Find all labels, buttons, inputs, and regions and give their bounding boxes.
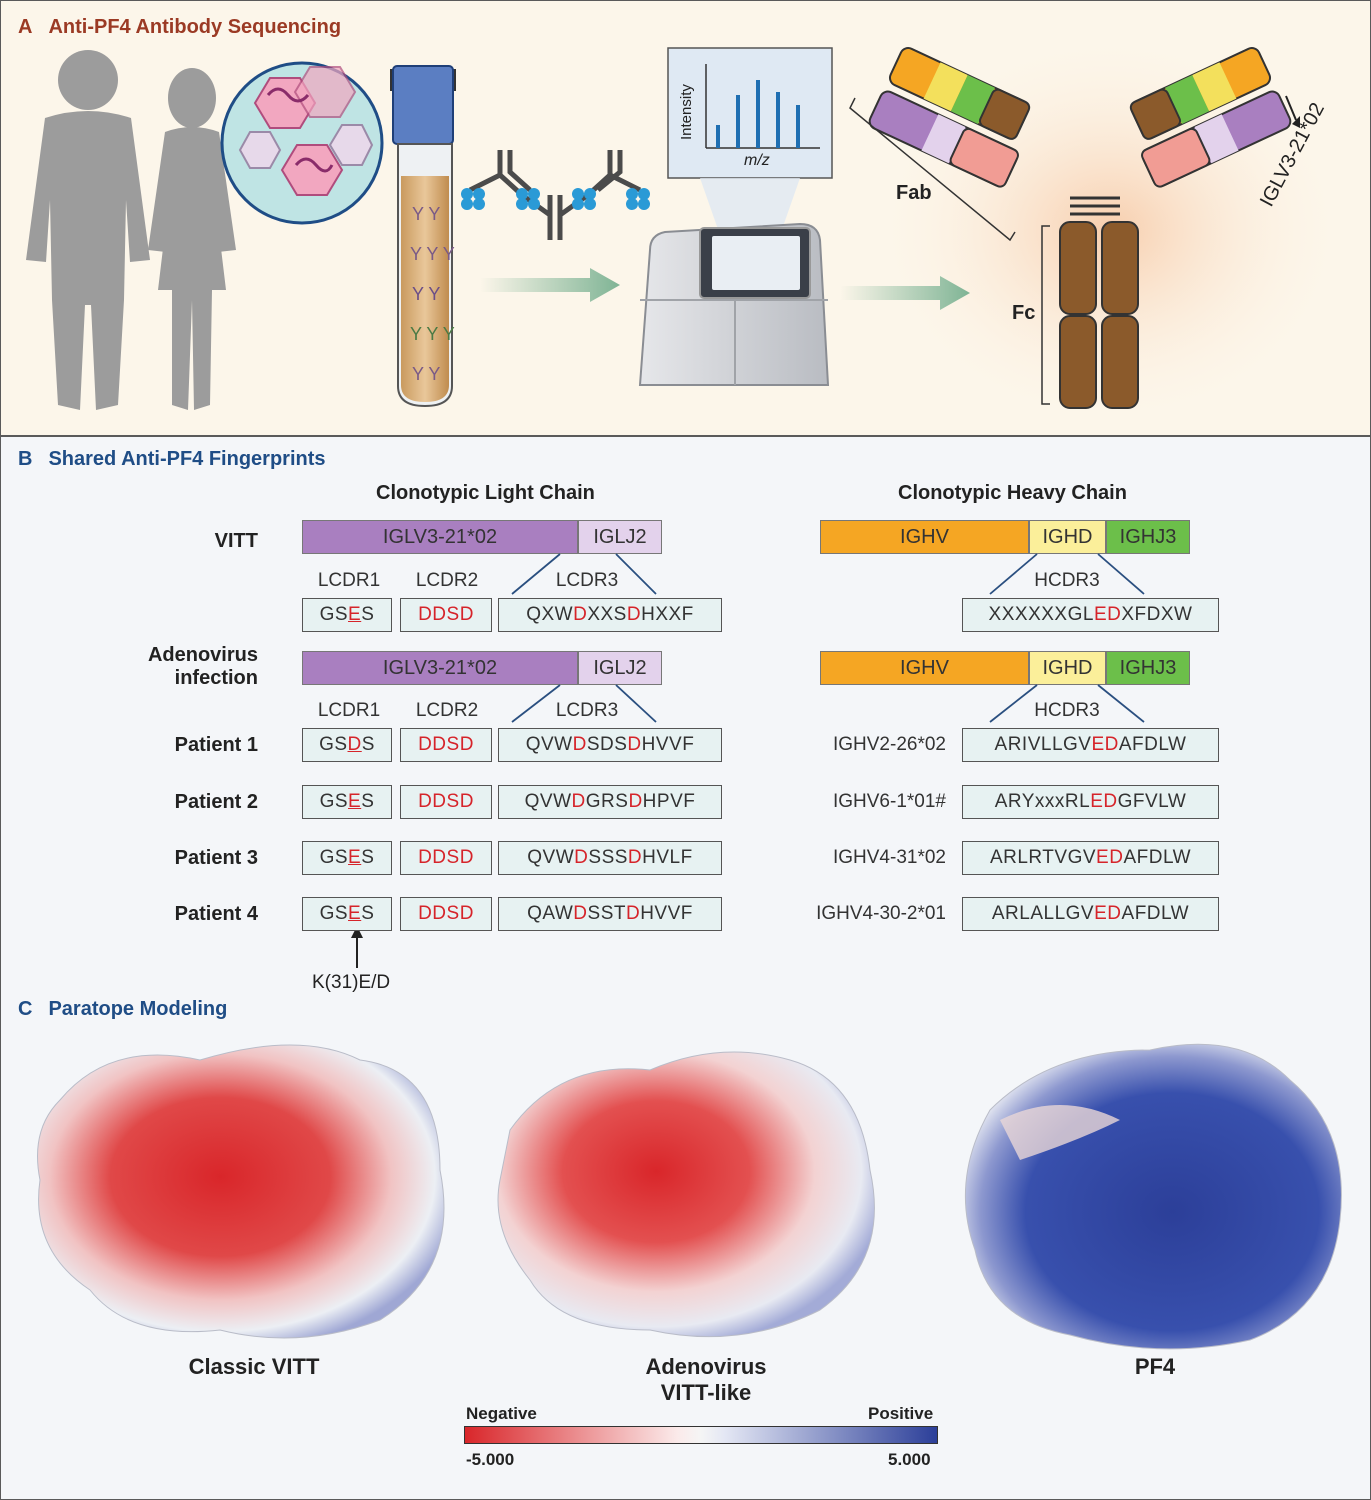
antibody-fragments-icon — [468, 150, 642, 240]
spectrum-ylabel: Intensity — [678, 84, 695, 140]
panel-b-title: B Shared Anti-PF4 Fingerprints — [18, 448, 326, 471]
classic-vitt-surface — [37, 1044, 445, 1339]
panel-b-title-text: Shared Anti-PF4 Fingerprints — [48, 448, 326, 470]
vitt-lcdr3-label: LCDR3 — [555, 570, 619, 591]
cdr-connector-lines — [351, 553, 1145, 968]
adeno-lcdr1-label: LCDR1 — [317, 700, 381, 721]
pf4-label: PF4 — [1134, 1354, 1176, 1379]
mutation-note: K(31)E/D — [312, 972, 391, 993]
pf4-surface — [964, 1043, 1342, 1350]
adeno-vitt-surface — [497, 1051, 875, 1338]
scale-min-label: -5.000 — [466, 1450, 515, 1469]
vitt-hcdr3-label: HCDR3 — [1034, 570, 1100, 591]
adeno-vitt-label-1: Adenovirus — [645, 1354, 767, 1379]
vitt-row-label: VITT — [214, 530, 258, 552]
vitt-light-v-gene: IGLV3-21*02 — [302, 520, 578, 554]
adeno-lcdr2-label: LCDR2 — [415, 700, 479, 721]
patient-lcdr2-seq: DDSD — [400, 728, 492, 762]
adeno-lcdr3-label: LCDR3 — [555, 700, 619, 721]
svg-text:Y Y Y: Y Y Y — [410, 244, 455, 264]
adeno-row-label-2: infection — [174, 667, 258, 689]
spectrum-xlabel: m/z — [744, 152, 770, 169]
test-tube-icon: Y Y Y Y Y Y Y Y Y Y Y Y — [390, 65, 456, 408]
classic-vitt-label: Classic VITT — [188, 1354, 320, 1379]
scale-negative-label: Negative — [466, 1404, 537, 1423]
vitt-heavy-j-gene: IGHJ3 — [1106, 520, 1190, 554]
adeno-light-j-gene: IGLJ2 — [578, 651, 662, 685]
mass-spectrum-icon — [667, 47, 833, 235]
patient-row-label: Patient 4 — [174, 903, 258, 925]
scale-max-label: 5.000 — [888, 1450, 931, 1469]
vitt-heavy-v-gene: IGHV — [820, 520, 1029, 554]
patient-lcdr2-seq: DDSD — [400, 897, 492, 931]
panel-a-letter: A — [18, 16, 33, 38]
antibody-structure-icon — [849, 47, 1300, 409]
svg-text:Y Y: Y Y — [412, 284, 440, 304]
patient-row-label: Patient 3 — [174, 847, 258, 869]
panel-a-illustration: Y Y Y Y Y Y Y Y Y Y Y Y — [26, 30, 1350, 430]
light-chain-header: Clonotypic Light Chain — [376, 482, 595, 504]
adeno-hcdr3-label: HCDR3 — [1034, 700, 1100, 721]
panel-b-letter: B — [18, 448, 33, 470]
fc-label: Fc — [1012, 302, 1036, 324]
adeno-heavy-d-gene: IGHD — [1029, 651, 1106, 685]
scale-positive-label: Positive — [868, 1404, 934, 1423]
patient-ighv-gene: IGHV2-26*02 — [832, 734, 946, 755]
panel-a-title-text: Anti-PF4 Antibody Sequencing — [48, 16, 342, 38]
man-silhouette-icon — [26, 50, 150, 410]
adeno-heavy-j-gene: IGHJ3 — [1106, 651, 1190, 685]
adeno-heavy-v-gene: IGHV — [820, 651, 1029, 685]
arrow-right-icon — [480, 268, 620, 302]
patient-ighv-gene: IGHV4-31*02 — [832, 847, 946, 868]
panel-c-title: C Paratope Modeling — [18, 998, 227, 1021]
panel-c-letter: C — [18, 998, 33, 1020]
patient-row-label: Patient 2 — [174, 791, 258, 813]
mass-spectrometer-icon — [638, 222, 830, 386]
patient-ighv-gene: IGHV4-30-2*01 — [816, 903, 946, 924]
svg-text:Y Y: Y Y — [412, 204, 440, 224]
color-scale-bar — [464, 1426, 938, 1444]
vitt-lcdr1-label: LCDR1 — [317, 570, 381, 591]
patient-ighv-gene: IGHV6-1*01# — [832, 791, 946, 812]
woman-silhouette-icon — [148, 68, 236, 410]
svg-text:Y Y: Y Y — [412, 364, 440, 384]
fab-label: Fab — [896, 182, 932, 204]
adeno-row-label-1: Adenovirus — [147, 644, 258, 666]
panel-a-title: A Anti-PF4 Antibody Sequencing — [18, 16, 341, 39]
patient-lcdr2-seq: DDSD — [400, 785, 492, 819]
adeno-vitt-label-2: VITT-like — [660, 1380, 752, 1405]
arrow-right-icon — [840, 276, 970, 310]
vitt-lcdr2-label: LCDR2 — [415, 570, 479, 591]
epitope-icon — [461, 188, 650, 210]
virus-magnified-icon — [220, 61, 384, 225]
heavy-chain-header: Clonotypic Heavy Chain — [898, 482, 1127, 504]
patient-lcdr2-seq: DDSD — [400, 841, 492, 875]
paratope-structures — [37, 1043, 1342, 1350]
vitt-heavy-d-gene: IGHD — [1029, 520, 1106, 554]
vitt-lcdr2-seq: DDSD — [400, 598, 492, 632]
vitt-light-j-gene: IGLJ2 — [578, 520, 662, 554]
svg-text:Y Y Y: Y Y Y — [410, 324, 455, 344]
panel-c-title-text: Paratope Modeling — [48, 998, 228, 1020]
adeno-light-v-gene: IGLV3-21*02 — [302, 651, 578, 685]
patient-row-label: Patient 1 — [174, 734, 258, 756]
